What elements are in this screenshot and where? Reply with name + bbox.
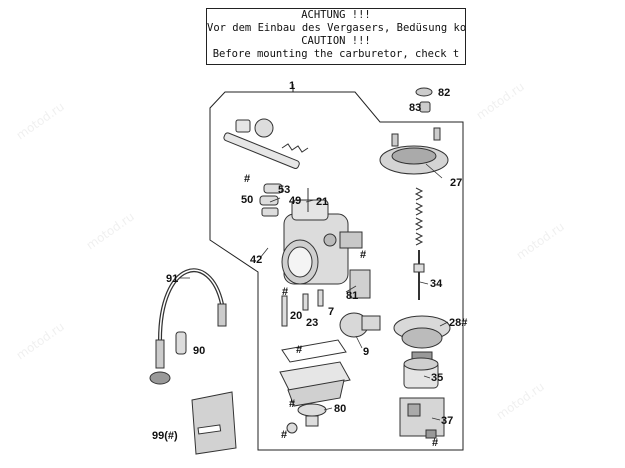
callout-91: 91	[166, 273, 178, 285]
assembly-outline	[209, 91, 464, 451]
callout-9: 9	[363, 346, 369, 358]
callout-53: 53	[278, 184, 290, 196]
hash-mark: #	[296, 344, 302, 356]
callout-28: 28#	[449, 317, 467, 329]
callout-1: 1	[289, 80, 295, 92]
callout-82: 82	[438, 87, 450, 99]
cable-clip	[175, 331, 187, 355]
carburetor-body	[281, 199, 371, 299]
callout-34: 34	[430, 278, 443, 290]
hash-mark: #	[281, 429, 287, 441]
callout-21: 21	[316, 196, 328, 208]
jet-needle	[413, 187, 425, 300]
notice-line-3: CAUTION !!!	[301, 35, 371, 47]
hash-mark: #	[244, 173, 250, 185]
callout-42: 42	[250, 254, 262, 266]
watermark: motod.ru	[84, 209, 137, 252]
callout-50: 50	[241, 194, 253, 206]
callout-83: 83	[409, 102, 421, 114]
callout-7: 7	[328, 306, 334, 318]
hash-mark: #	[360, 249, 366, 261]
hash-mark: #	[282, 286, 288, 298]
diaphragm	[393, 315, 451, 361]
hash-mark: #	[432, 437, 438, 449]
notice-line-4: Before mounting the carburetor, check t	[212, 48, 460, 60]
top-cover	[379, 127, 449, 175]
notice-line-2: Vor dem Einbau des Vergasers, Bedüsung k…	[207, 22, 466, 34]
hot-start-parts	[259, 183, 309, 217]
watermark: motod.ru	[474, 79, 527, 122]
accelerator-pump-cover	[339, 312, 381, 338]
callout-80: 80	[334, 403, 346, 415]
callout-49: 49	[289, 195, 301, 207]
callout-23: 23	[306, 317, 318, 329]
callout-20: 20	[290, 310, 302, 322]
watermark: motod.ru	[494, 379, 547, 422]
watermark: motod.ru	[14, 99, 67, 142]
throttle-slide	[403, 357, 439, 389]
watermark: motod.ru	[14, 319, 67, 362]
callout-81: 81	[346, 290, 358, 302]
drain-screw	[286, 403, 327, 434]
slide-plate	[399, 397, 445, 439]
callout-37: 37	[441, 415, 453, 427]
watermark: motod.ru	[514, 219, 567, 262]
hash-mark: #	[289, 398, 295, 410]
small-clip-parts	[415, 87, 433, 113]
throttle-cable	[149, 268, 227, 385]
throttle-shaft	[223, 118, 309, 169]
callout-35: 35	[431, 372, 443, 384]
leader-lines	[180, 163, 449, 421]
jets	[281, 289, 324, 327]
float-bowl	[279, 339, 351, 407]
callout-labels: 1 82 83 27 53 49 50 21 42 81 34 91 20 23…	[152, 80, 467, 449]
warning-notice: ACHTUNG !!! Vor dem Einbau des Vergasers…	[206, 8, 466, 65]
notice-line-1: ACHTUNG !!!	[301, 9, 371, 21]
callout-90: 90	[193, 345, 205, 357]
callout-99: 99(#)	[152, 430, 178, 442]
callout-27: 27	[450, 177, 462, 189]
instruction-sheet	[191, 391, 237, 455]
